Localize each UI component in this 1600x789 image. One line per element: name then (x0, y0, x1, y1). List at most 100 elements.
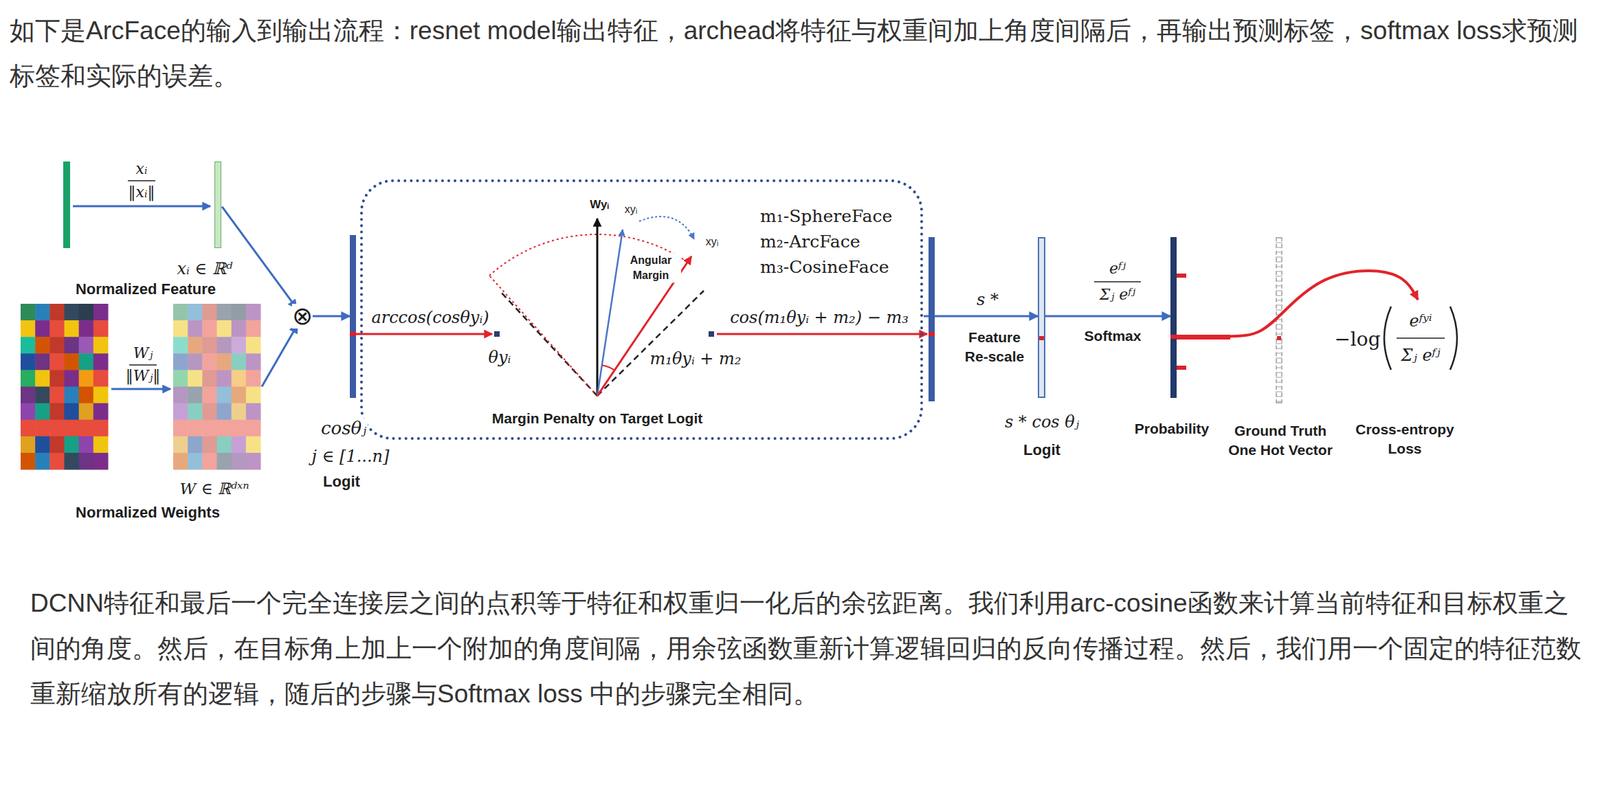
diagram-label: Wyᵢ (588, 197, 611, 212)
node-text: ⊗ (292, 303, 313, 329)
grid-cell (20, 436, 36, 454)
connector (1176, 270, 1418, 337)
caption-text: DCNN特征和最后一个完全连接层之间的点积等于特征和权重归一化后的余弦距离。我们… (30, 580, 1591, 717)
grid-cell (246, 403, 262, 421)
grid-cell (64, 369, 80, 387)
normalize-arrow (72, 205, 211, 208)
grid-cell (217, 436, 233, 454)
grid-cell (49, 336, 65, 354)
grid-cell (64, 436, 80, 454)
grid-cell (49, 403, 65, 421)
target-mark (1170, 334, 1177, 339)
weight-grid (20, 303, 109, 471)
node-text: Probability (1133, 419, 1211, 438)
grid-cell (79, 403, 95, 421)
diagram-label: ‖xᵢ‖ (127, 183, 157, 202)
grid-cell (35, 336, 51, 354)
grid-cell (246, 419, 262, 438)
grid-cell (35, 303, 51, 321)
diagram-label: Angular Margin (620, 252, 682, 283)
grid-cell (64, 419, 80, 438)
grid-cell (173, 303, 189, 321)
node-text: eᶠʸⁱ (1407, 311, 1433, 332)
grid-cell (246, 436, 262, 454)
angle-arc (602, 365, 615, 371)
grid-cell (231, 303, 247, 321)
heading: 如下是ArcFace的输入到输出流程：resnet model输出特征，arch… (9, 8, 1591, 99)
grid-cell (64, 320, 80, 338)
grid-cell (231, 436, 247, 454)
grid-cell (79, 336, 95, 354)
dotted-border (361, 180, 922, 439)
grid-cell (187, 369, 203, 387)
grid-cell (64, 303, 80, 321)
target-mark (1276, 336, 1282, 341)
diagram-label: Σⱼ eᶠʲ (1098, 285, 1137, 304)
grid-cell (202, 320, 218, 338)
fraction-bar (129, 364, 157, 366)
grid-cell (20, 353, 36, 371)
grid-cell (217, 403, 233, 421)
cross-entropy-formula: −logeᶠʸⁱΣⱼ eᶠʲCross-entropy Loss (1333, 299, 1468, 377)
fraction-bar (1396, 337, 1445, 339)
node-text: xᵢ ∈ ℝᵈ (175, 259, 235, 280)
grid-cell (231, 403, 247, 421)
grid-cell (187, 403, 203, 421)
connector (1045, 315, 1171, 318)
grid-cell (173, 419, 189, 438)
grid-cell (202, 336, 218, 354)
grid-cell (217, 452, 233, 471)
value-marker (494, 331, 500, 337)
grid-cell (246, 303, 262, 321)
connector (311, 315, 350, 318)
target-probability (1176, 334, 1231, 340)
grid-cell (187, 386, 203, 405)
grid-cell (49, 436, 65, 454)
diagram-label: m₁θyᵢ + m₂ (648, 349, 743, 370)
grid-cell (93, 403, 109, 421)
grid-cell (79, 386, 95, 405)
grid-cell (231, 419, 247, 438)
grid-cell (187, 436, 203, 454)
grid-cell (173, 386, 189, 405)
node-text: W ∈ ℝᵈˣⁿ (178, 479, 251, 499)
diagram-label: xᵢ (134, 160, 150, 179)
grid-cell (49, 369, 65, 387)
grid-cell (93, 336, 109, 354)
grid-cell (187, 336, 203, 354)
normalized-weight-grid (173, 303, 262, 471)
grid-cell (79, 369, 95, 387)
grid-cell (35, 353, 51, 371)
grid-cell (173, 403, 189, 421)
grid-cell (173, 320, 189, 338)
value-marker (708, 331, 715, 337)
grid-cell (64, 336, 80, 354)
diagram-label: xyᵢ (623, 202, 640, 216)
grid-cell (187, 419, 203, 438)
edge-label: Softmax (1083, 327, 1143, 345)
margin-boundary (489, 275, 598, 396)
grid-cell (79, 452, 95, 471)
grid-cell (20, 369, 36, 387)
logit-bar: cosθⱼj ∈ [1...n]Logit (349, 235, 357, 398)
grid-cell (64, 386, 80, 405)
grid-cell (246, 353, 262, 371)
connector (923, 315, 1038, 318)
grid-cell (217, 419, 233, 438)
weight-vector (596, 218, 599, 396)
grid-cell (246, 369, 262, 387)
grid-cell (217, 369, 233, 387)
margin-logit-bar (928, 237, 935, 402)
grid-cell (217, 353, 233, 371)
diagram-label: m₂-ArcFace (758, 231, 862, 253)
node-text: Normalized Weights (74, 503, 222, 522)
grid-cell (231, 336, 247, 354)
grid-cell (246, 320, 262, 338)
grid-cell (49, 353, 65, 371)
probability-tick (1176, 273, 1187, 278)
grid-cell (202, 353, 218, 371)
grid-cell (79, 436, 95, 454)
grid-cell (79, 419, 95, 438)
